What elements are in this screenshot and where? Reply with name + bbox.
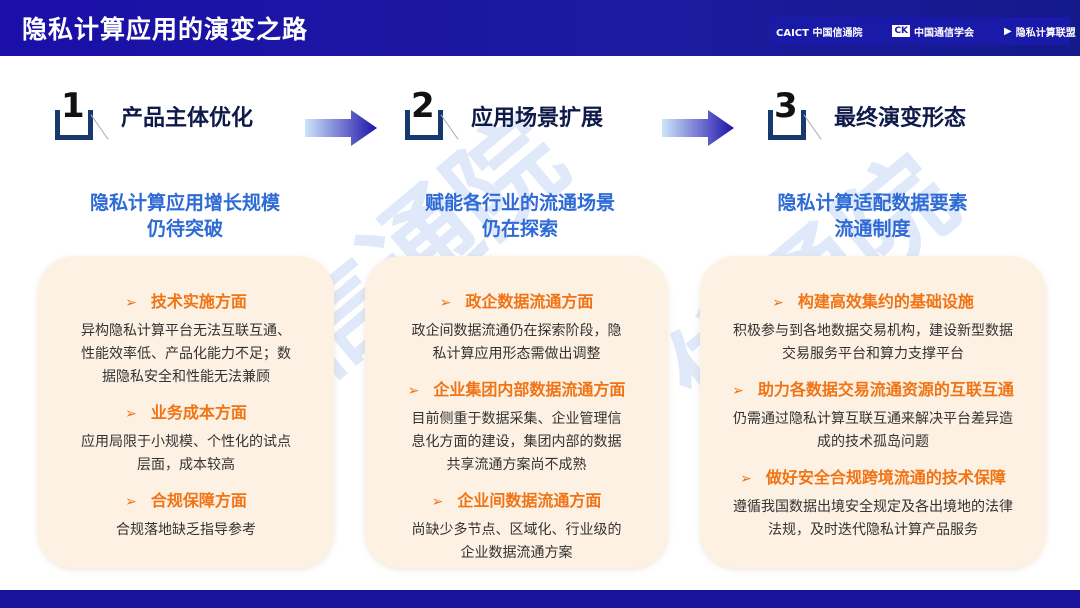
cic-logo-mark-icon: CK <box>892 25 911 37</box>
alliance-logo-mark-icon: ▶ <box>1004 25 1012 37</box>
card-item-heading: ➢做好安全合规跨境流通的技术保障 <box>740 468 1006 487</box>
caict-logo: CAICT 中国信通院 <box>776 27 863 39</box>
step-card: ➢政企数据流通方面政企间数据流通仍在探索阶段，隐私计算应用形态需做出调整 ➢企业集… <box>365 256 668 568</box>
chevron-right-icon: ➢ <box>125 494 137 510</box>
card-item-text: 政企间数据流通仍在探索阶段，隐私计算应用形态需做出调整 <box>411 323 622 362</box>
chevron-right-icon: ➢ <box>772 295 784 311</box>
chevron-right-icon: ➢ <box>740 471 752 487</box>
alliance-logo: ▶隐私计算联盟 <box>1004 25 1076 39</box>
card-item-text: 仍需通过隐私计算互联互通来解决平台差异造成的技术孤岛问题 <box>733 411 1013 450</box>
step-heading: 1 产品主体优化 <box>55 86 254 140</box>
step-title: 最终演变形态 <box>834 106 967 131</box>
step-subtitle: 隐私计算适配数据要素流通制度 <box>777 192 968 240</box>
card-item-text: 目前侧重于数据采集、企业管理信息化方面的建设，集团内部的数据共享流通方案尚不成熟 <box>411 411 622 473</box>
chevron-right-icon: ➢ <box>439 295 452 311</box>
step-heading: 2 应用场景扩展 <box>405 86 604 140</box>
card-item-heading: ➢业务成本方面 <box>125 403 247 422</box>
card-item-text: 积极参与到各地数据交易机构，建设新型数据交易服务平台和算力支撑平台 <box>733 323 1013 362</box>
card-item-heading: ➢企业集团内部数据流通方面 <box>407 380 626 399</box>
card-item-heading: ➢合规保障方面 <box>125 491 247 510</box>
chevron-right-icon: ➢ <box>125 295 137 311</box>
step-subtitle: 赋能各行业的流通场景仍在探索 <box>424 192 615 240</box>
card-item-heading: ➢政企数据流通方面 <box>439 292 594 311</box>
card-item-heading: ➢技术实施方面 <box>125 292 247 311</box>
step-title: 应用场景扩展 <box>471 106 604 131</box>
card-item-heading: ➢构建高效集约的基础设施 <box>772 292 974 311</box>
step-subtitle: 隐私计算应用增长规模仍待突破 <box>89 192 280 240</box>
chevron-right-icon: ➢ <box>125 406 137 422</box>
card-item-text: 尚缺少多节点、区域化、行业级的企业数据流通方案 <box>411 522 622 561</box>
chevron-right-icon: ➢ <box>407 383 420 399</box>
card-item-text: 异构隐私计算平台无法互联互通、性能效率低、产品化能力不足；数据隐私安全和性能无法… <box>81 323 291 385</box>
step-heading: 3 最终演变形态 <box>768 86 967 140</box>
card-item-text: 遵循我国数据出境安全规定及各出境地的法律法规，及时迭代隐私计算产品服务 <box>733 499 1013 538</box>
page-title: 隐私计算应用的演变之路 <box>22 15 309 44</box>
step-number-icon: 3 <box>768 86 822 140</box>
arrow-right-icon <box>305 110 377 146</box>
card-item-text: 应用局限于小规模、个性化的试点层面，成本较高 <box>81 434 291 473</box>
chevron-right-icon: ➢ <box>732 383 744 399</box>
step-card: ➢构建高效集约的基础设施积极参与到各地数据交易机构，建设新型数据交易服务平台和算… <box>700 256 1046 568</box>
footer-bar <box>0 590 1080 608</box>
card-item-heading: ➢企业间数据流通方面 <box>431 491 602 510</box>
card-item-text: 合规落地缺乏指导参考 <box>116 522 256 538</box>
step-number-icon: 1 <box>55 86 109 140</box>
chevron-right-icon: ➢ <box>431 494 444 510</box>
step-number-icon: 2 <box>405 86 459 140</box>
step-card: ➢技术实施方面异构隐私计算平台无法互联互通、性能效率低、产品化能力不足；数据隐私… <box>38 256 334 568</box>
card-item-heading: ➢助力各数据交易流通资源的互联互通 <box>732 380 1014 399</box>
step-title: 产品主体优化 <box>121 106 254 131</box>
arrow-right-icon <box>662 110 734 146</box>
